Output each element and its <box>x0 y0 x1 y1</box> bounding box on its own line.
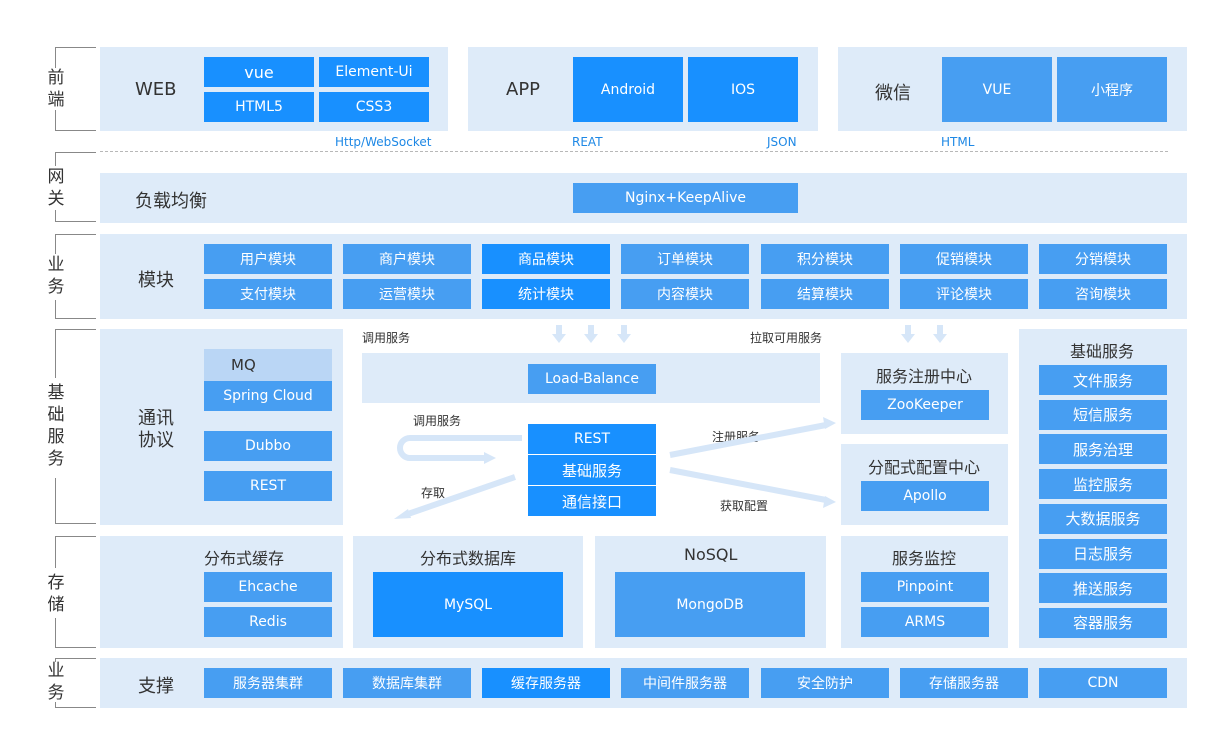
wechat-title: 微信 <box>875 83 911 104</box>
gateway-title: 负载均衡 <box>135 191 207 212</box>
business-module-button[interactable]: 咨询模块 <box>1039 279 1167 309</box>
layer-label-business: 业务 <box>47 255 65 297</box>
monitor-title: 服务监控 <box>892 549 957 568</box>
business-module-button[interactable]: 商户模块 <box>343 244 471 274</box>
web-title: WEB <box>135 79 177 100</box>
call-service-label: 调用服务 <box>413 414 462 428</box>
wechat-vue-button[interactable]: VUE <box>942 57 1052 122</box>
down-arrow-icon <box>584 325 598 343</box>
dubbo-button[interactable]: Dubbo <box>204 431 332 461</box>
spring-cloud-button[interactable]: Spring Cloud <box>204 381 332 411</box>
business-module-button[interactable]: 订单模块 <box>621 244 749 274</box>
ehcache-button[interactable]: Ehcache <box>204 572 332 602</box>
redis-button[interactable]: Redis <box>204 607 332 637</box>
pinpoint-button[interactable]: Pinpoint <box>861 572 989 602</box>
web-html5-button[interactable]: HTML5 <box>204 92 314 122</box>
business-module-button[interactable]: 统计模块 <box>482 279 610 309</box>
comm-protocol-title: 通讯 协议 <box>138 408 174 451</box>
web-element-ui-button[interactable]: Element-Ui <box>319 57 429 87</box>
base-service-item-button[interactable]: 容器服务 <box>1039 607 1167 638</box>
layer-label-support: 业务 <box>47 661 65 703</box>
layer-label-frontend: 前端 <box>47 68 65 110</box>
down-arrow-icon <box>552 325 566 343</box>
business-module-button[interactable]: 内容模块 <box>621 279 749 309</box>
register-arrow <box>669 422 827 458</box>
protocol-http-websocket: Http/WebSocket <box>335 135 432 149</box>
arms-button[interactable]: ARMS <box>861 607 989 637</box>
support-item-button[interactable]: 安全防护 <box>761 668 889 698</box>
mysql-button[interactable]: MySQL <box>373 572 563 637</box>
core-rest-button[interactable]: REST <box>528 424 656 454</box>
business-module-button[interactable]: 支付模块 <box>204 279 332 309</box>
mongodb-button[interactable]: MongoDB <box>615 572 805 637</box>
app-title: APP <box>506 79 541 100</box>
access-arrow <box>404 474 516 518</box>
nosql-title: NoSQL <box>684 545 738 564</box>
layer-label-storage: 存储 <box>47 573 65 615</box>
base-service-item-button[interactable]: 推送服务 <box>1039 573 1167 604</box>
protocol-reat: REAT <box>572 135 603 149</box>
core-base-service-button[interactable]: 基础服务 <box>528 455 656 485</box>
business-module-button[interactable]: 积分模块 <box>761 244 889 274</box>
layer-label-gateway: 网关 <box>47 167 65 209</box>
apollo-button[interactable]: Apollo <box>861 481 989 511</box>
db-title: 分布式数据库 <box>420 549 517 568</box>
get-config-arrow <box>669 467 827 503</box>
base-service-item-button[interactable]: 服务治理 <box>1039 434 1167 465</box>
business-module-button[interactable]: 用户模块 <box>204 244 332 274</box>
arrowhead-icon <box>823 496 836 508</box>
config-title: 分配式配置中心 <box>868 458 981 477</box>
app-ios-button[interactable]: IOS <box>688 57 798 122</box>
nginx-keepalive-button[interactable]: Nginx+KeepAlive <box>573 183 798 213</box>
base-service-item-button[interactable]: 日志服务 <box>1039 538 1167 569</box>
cache-title: 分布式缓存 <box>204 549 285 568</box>
protocol-json: JSON <box>767 135 797 149</box>
arrowhead-icon <box>823 417 836 429</box>
registry-title: 服务注册中心 <box>876 367 973 386</box>
web-css3-button[interactable]: CSS3 <box>319 92 429 122</box>
business-title: 模块 <box>138 270 174 291</box>
down-arrow-icon <box>901 325 915 343</box>
support-item-button[interactable]: 存储服务器 <box>900 668 1028 698</box>
access-label: 存取 <box>421 486 446 500</box>
support-title: 支撑 <box>138 676 174 697</box>
business-module-button[interactable]: 结算模块 <box>761 279 889 309</box>
call-service-loop-arrow <box>397 435 522 461</box>
frontend-gateway-divider <box>100 151 1168 152</box>
support-item-button[interactable]: 缓存服务器 <box>482 668 610 698</box>
get-config-label: 获取配置 <box>720 499 769 513</box>
call-service-top-label: 调用服务 <box>362 331 411 345</box>
support-item-button[interactable]: 中间件服务器 <box>621 668 749 698</box>
zookeeper-button[interactable]: ZooKeeper <box>861 390 989 420</box>
business-module-button[interactable]: 评论模块 <box>900 279 1028 309</box>
web-vue-button[interactable]: vue <box>204 57 314 87</box>
base-services-title: 基础服务 <box>1070 342 1135 361</box>
down-arrow-icon <box>617 325 631 343</box>
layer-label-base-services: 基础服务 <box>47 383 65 469</box>
support-item-button[interactable]: 服务器集群 <box>204 668 332 698</box>
mq-header: MQ <box>204 349 332 381</box>
support-item-button[interactable]: 数据库集群 <box>343 668 471 698</box>
business-module-button[interactable]: 运营模块 <box>343 279 471 309</box>
protocol-html: HTML <box>941 135 975 149</box>
base-service-item-button[interactable]: 文件服务 <box>1039 365 1167 395</box>
wechat-miniprogram-button[interactable]: 小程序 <box>1057 57 1167 122</box>
pull-available-label: 拉取可用服务 <box>750 331 823 345</box>
comm-rest-button[interactable]: REST <box>204 471 332 501</box>
business-module-button[interactable]: 促销模块 <box>900 244 1028 274</box>
base-service-item-button[interactable]: 短信服务 <box>1039 399 1167 430</box>
base-service-item-button[interactable]: 大数据服务 <box>1039 503 1167 534</box>
app-android-button[interactable]: Android <box>573 57 683 122</box>
arrowhead-icon <box>484 452 496 464</box>
core-comm-interface-button[interactable]: 通信接口 <box>528 486 656 516</box>
down-arrow-icon <box>933 325 947 343</box>
arrowhead-icon <box>394 509 411 519</box>
business-module-button[interactable]: 商品模块 <box>482 244 610 274</box>
base-service-item-button[interactable]: 监控服务 <box>1039 469 1167 500</box>
load-balance-button[interactable]: Load-Balance <box>528 364 656 394</box>
business-module-button[interactable]: 分销模块 <box>1039 244 1167 274</box>
support-item-button[interactable]: CDN <box>1039 668 1167 698</box>
